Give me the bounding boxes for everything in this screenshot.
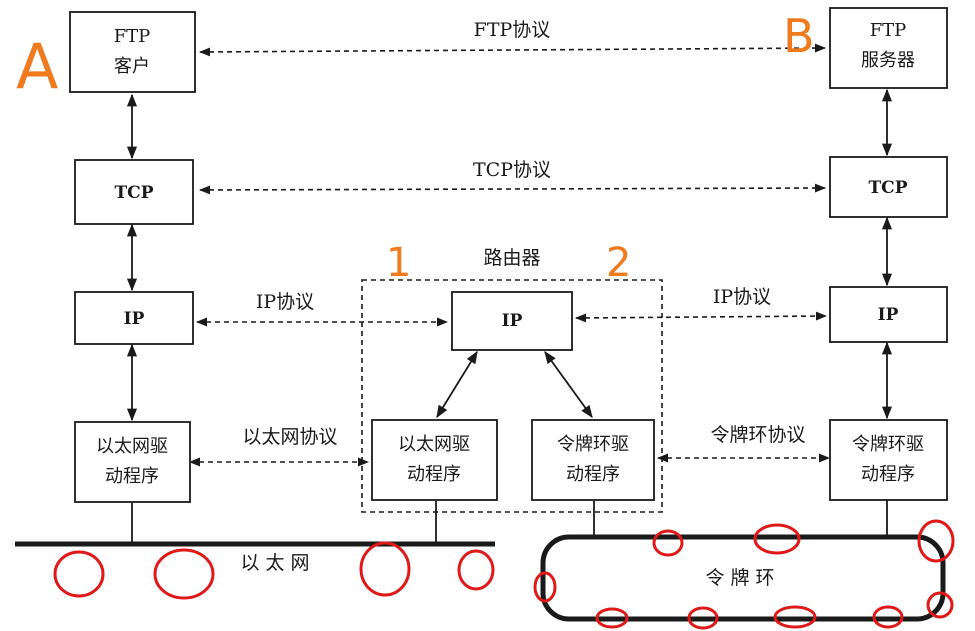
annotation-mark-1: 1 bbox=[386, 240, 411, 286]
eth-driver-box-left: 以太网驱 动程序 bbox=[74, 421, 191, 503]
ip-protocol-label-left: IP协议 bbox=[256, 291, 314, 313]
red-circle bbox=[872, 605, 904, 629]
connector-router-ip-token bbox=[544, 350, 593, 419]
red-circle bbox=[457, 549, 495, 591]
ftp-protocol-arrow bbox=[198, 43, 827, 57]
token-ring-loop bbox=[540, 534, 946, 622]
svg-text:动程序: 动程序 bbox=[566, 464, 620, 485]
svg-text:客户: 客户 bbox=[114, 56, 150, 77]
svg-text:动程序: 动程序 bbox=[861, 464, 915, 485]
svg-text:TCP: TCP bbox=[869, 178, 908, 198]
router-label: 路由器 bbox=[483, 247, 540, 269]
svg-text:以太网驱: 以太网驱 bbox=[96, 436, 168, 457]
ftp-server-box: FTP 服务器 bbox=[829, 7, 948, 89]
svg-text:IP: IP bbox=[878, 305, 899, 325]
ip-box-right: IP bbox=[829, 286, 948, 343]
tcp-protocol-label: TCP协议 bbox=[473, 159, 551, 181]
red-circle bbox=[53, 550, 105, 598]
annotation-b: B bbox=[783, 9, 815, 63]
ftp-client-box: FTP 客户 bbox=[69, 11, 196, 93]
tcp-protocol-arrow bbox=[198, 183, 827, 195]
token-ring-label: 令 牌 环 bbox=[705, 567, 774, 589]
svg-text:服务器: 服务器 bbox=[861, 50, 915, 71]
red-circle-annotations bbox=[53, 519, 955, 630]
token-driver-box-right: 令牌环驱 动程序 bbox=[829, 419, 948, 501]
ethernet-protocol-label: 以太网协议 bbox=[242, 426, 337, 448]
red-circle bbox=[753, 523, 801, 555]
ip-protocol-label-right: IP协议 bbox=[713, 286, 771, 308]
svg-text:令牌环驱: 令牌环驱 bbox=[852, 434, 924, 455]
svg-text:FTP: FTP bbox=[114, 26, 151, 47]
tcp-box-left: TCP bbox=[74, 159, 194, 225]
token-ring-protocol-label: 令牌环协议 bbox=[710, 424, 805, 446]
ip-box-left: IP bbox=[74, 291, 194, 345]
svg-text:以太网驱: 以太网驱 bbox=[398, 434, 470, 455]
svg-text:TCP: TCP bbox=[115, 183, 154, 203]
red-circle bbox=[687, 606, 719, 630]
annotation-a: A bbox=[16, 30, 58, 103]
connector-router-ip-eth bbox=[436, 350, 478, 419]
svg-text:IP: IP bbox=[502, 311, 523, 331]
token-driver-box-router: 令牌环驱 动程序 bbox=[531, 419, 655, 501]
red-circle bbox=[773, 605, 817, 629]
svg-text:动程序: 动程序 bbox=[407, 464, 461, 485]
svg-text:动程序: 动程序 bbox=[105, 466, 159, 487]
red-circle bbox=[359, 541, 411, 597]
ip-box-router: IP bbox=[451, 291, 573, 351]
svg-text:FTP: FTP bbox=[870, 20, 907, 41]
red-circle bbox=[652, 529, 684, 557]
red-circle bbox=[595, 607, 629, 629]
annotation-mark-2: 2 bbox=[606, 240, 631, 286]
svg-text:令牌环驱: 令牌环驱 bbox=[557, 434, 629, 455]
ftp-protocol-label: FTP协议 bbox=[474, 19, 551, 41]
red-circle bbox=[926, 591, 954, 619]
red-circle bbox=[533, 571, 557, 603]
red-circle bbox=[153, 548, 215, 600]
svg-text:IP: IP bbox=[124, 309, 145, 329]
tcp-box-right: TCP bbox=[829, 156, 948, 218]
ip-protocol-arrow-right bbox=[574, 311, 828, 323]
red-circle bbox=[917, 519, 955, 563]
ethernet-label: 以 太 网 bbox=[240, 552, 309, 574]
eth-driver-box-router: 以太网驱 动程序 bbox=[371, 419, 498, 501]
router-enclosure bbox=[361, 279, 663, 513]
